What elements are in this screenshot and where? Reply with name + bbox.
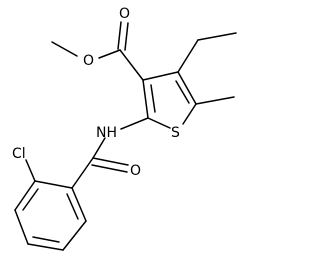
bond-c-ester-o	[98, 49, 121, 59]
bond-ph-cl	[25, 159, 36, 182]
molecule-canvas: O O S NH O Cl	[12, 6, 237, 251]
bond-ph-c6-c1-inner	[66, 193, 79, 220]
bond-c2-nh	[120, 117, 149, 130]
bond-ester-carbonyl-a	[117, 21, 122, 50]
bond-ch2-ch3	[197, 32, 237, 41]
bond-ph-c5-c6	[62, 220, 87, 251]
bond-ph-c2-c3-inner	[22, 188, 39, 211]
bond-ph-c4-c5-inner	[32, 236, 60, 243]
bond-c4-c5	[177, 71, 197, 105]
atom-label-carbonyl-o: O	[119, 6, 130, 22]
bond-ph-c3-c4	[14, 209, 29, 245]
bond-ph-c6-c1	[71, 187, 87, 222]
bond-c3-c4	[142, 71, 179, 81]
bond-ph-c2-c3	[14, 180, 36, 211]
bond-o-methyl	[51, 41, 78, 57]
atom-label-ester-o: O	[83, 53, 94, 69]
molecule-structure: O O S NH O Cl	[12, 6, 237, 251]
bond-s-c2	[147, 117, 171, 129]
bond-c4-c5-inner	[175, 80, 190, 104]
bond-c5-methyl	[195, 96, 235, 105]
bond-ph-c1-c2	[34, 180, 73, 189]
atom-label-amide-nh: NH	[96, 125, 117, 141]
bond-amide-c-ph	[71, 157, 94, 189]
bond-carbonyl-c3	[119, 49, 144, 81]
bond-c2-c3	[142, 79, 149, 119]
bond-ph-c4-c5	[27, 243, 64, 251]
bond-c5-s	[182, 103, 197, 125]
atom-label-ring-s: S	[171, 125, 180, 141]
bond-ester-carbonyl-b	[124, 22, 129, 51]
bond-c2-c3-inner	[150, 84, 156, 113]
atom-label-chloro: Cl	[12, 146, 26, 162]
atom-label-amide-o: O	[130, 163, 141, 179]
bond-amide-co-a	[92, 157, 129, 166]
bond-c4-ch2	[177, 39, 199, 73]
bond-amide-co-b	[91, 164, 128, 173]
bond-nh-amide-c	[92, 137, 106, 159]
